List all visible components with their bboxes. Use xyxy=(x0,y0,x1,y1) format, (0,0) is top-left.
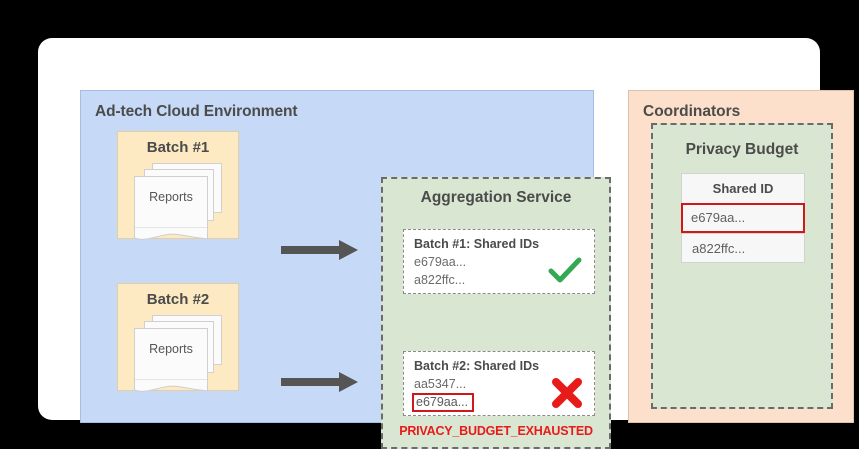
document-wave-edge-icon xyxy=(134,227,208,240)
batch-2-reports-label: Reports xyxy=(149,342,193,356)
table-row: e679aa... xyxy=(681,203,805,233)
table-header-row: Shared ID xyxy=(681,173,805,203)
right-arrow-icon xyxy=(281,240,358,260)
privacy-budget-panel: Privacy Budget Shared ID e679aa... a822f… xyxy=(651,123,833,409)
shared-id-cell: a822ffc... xyxy=(692,241,746,256)
green-check-icon xyxy=(548,257,582,283)
aggregation-service-panel: Aggregation Service Batch #1: Shared IDs… xyxy=(381,177,611,449)
red-cross-icon xyxy=(552,378,582,408)
column-header-shared-id: Shared ID xyxy=(712,181,774,196)
privacy-budget-exhausted-error: PRIVACY_BUDGET_EXHAUSTED xyxy=(399,424,593,438)
shared-id-value: aa5347... xyxy=(414,377,467,391)
document-wave-edge-icon xyxy=(134,379,208,392)
batch-2-reports-stack: Reports xyxy=(134,315,226,392)
shared-id-cell: e679aa... xyxy=(691,210,746,225)
batch-2-shared-ids-card: Batch #2: Shared IDs aa5347... e679aa... xyxy=(403,351,595,416)
document-icon xyxy=(134,328,208,380)
aggregation-service-title: Aggregation Service xyxy=(420,189,572,206)
batch-2-box: Batch #2 Reports xyxy=(117,283,239,392)
document-icon xyxy=(134,176,208,228)
batch-1-shared-ids-card: Batch #1: Shared IDs e679aa... a822ffc..… xyxy=(403,229,595,294)
batch-1-reports-label: Reports xyxy=(149,190,193,204)
batch-1-box: Batch #1 Reports xyxy=(117,131,239,240)
diagram-canvas: Ad-tech Cloud Environment Batch #1 Repor… xyxy=(38,38,854,449)
right-arrow-icon xyxy=(281,372,358,392)
shared-id-value: a822ffc... xyxy=(414,273,466,287)
flagged-shared-id-value: e679aa... xyxy=(412,393,475,412)
coordinators-panel: Coordinators Privacy Budget Shared ID e6… xyxy=(628,90,854,423)
table-row: a822ffc... xyxy=(681,233,805,263)
diagram-card: Ad-tech Cloud Environment Batch #1 Repor… xyxy=(38,38,854,449)
coordinators-title: Coordinators xyxy=(643,103,741,120)
batch-1-label: Batch #1 xyxy=(146,139,210,156)
adtech-panel-title: Ad-tech Cloud Environment xyxy=(95,103,298,120)
batch-2-shared-ids-title: Batch #2: Shared IDs xyxy=(414,359,540,373)
batch-2-label: Batch #2 xyxy=(146,291,210,308)
privacy-budget-title: Privacy Budget xyxy=(685,141,799,158)
adtech-cloud-environment-panel: Ad-tech Cloud Environment Batch #1 Repor… xyxy=(80,90,611,449)
shared-id-value: e679aa... xyxy=(414,255,467,269)
batch-1-reports-stack: Reports xyxy=(134,163,226,240)
privacy-budget-table: Shared ID e679aa... a822ffc... xyxy=(681,173,805,263)
batch-1-shared-ids-title: Batch #1: Shared IDs xyxy=(414,237,540,251)
